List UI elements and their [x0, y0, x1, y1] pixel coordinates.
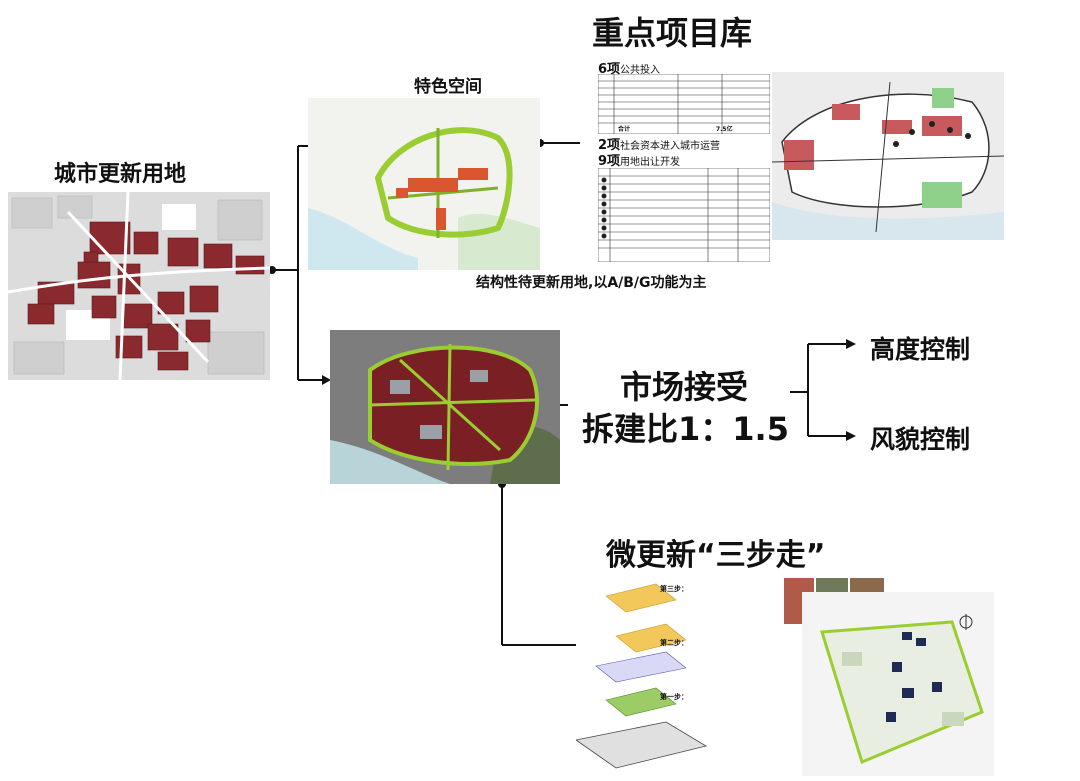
style-control-label: 风貌控制	[870, 425, 971, 454]
height-control-label: 高度控制	[870, 335, 971, 364]
micro-renewal-diagram: 第三步： 第二步： 第一步：	[576, 576, 798, 776]
key-project-library-title: 重点项目库	[592, 14, 753, 52]
urban-renewal-land-title: 城市更新用地	[54, 162, 187, 187]
step1-label: 第一步：	[660, 693, 688, 701]
project-location-map	[772, 72, 1004, 240]
step2-label: 第二步：	[660, 639, 688, 647]
structural-note: 结构性待更新用地,以A/B/G功能为主	[476, 275, 707, 291]
demolition-ratio-label: 拆建比1：1.5	[582, 410, 789, 448]
micro-renewal-title: 微更新“三步走”	[606, 538, 826, 573]
step3-label: 第三步：	[660, 585, 688, 593]
urban-renewal-map	[8, 192, 270, 380]
table-heading-land: 9项用地出让开发	[598, 154, 681, 169]
feature-space-map	[308, 98, 540, 270]
table-heading-public: 6项公共投入	[598, 62, 661, 77]
market-acceptance-label: 市场接受	[620, 368, 749, 406]
table-total: 合计 7.5亿	[618, 126, 733, 133]
table-heading-social: 2项社会资本进入城市运营	[598, 138, 721, 153]
micro-renewal-site-plan	[802, 592, 994, 776]
aerial-renewal-map	[330, 330, 560, 484]
project-table: 6项公共投入 合计 7.5亿 2项社会资本进入城市运营 9项用地出让开发	[594, 58, 774, 264]
feature-space-title: 特色空间	[414, 77, 482, 97]
